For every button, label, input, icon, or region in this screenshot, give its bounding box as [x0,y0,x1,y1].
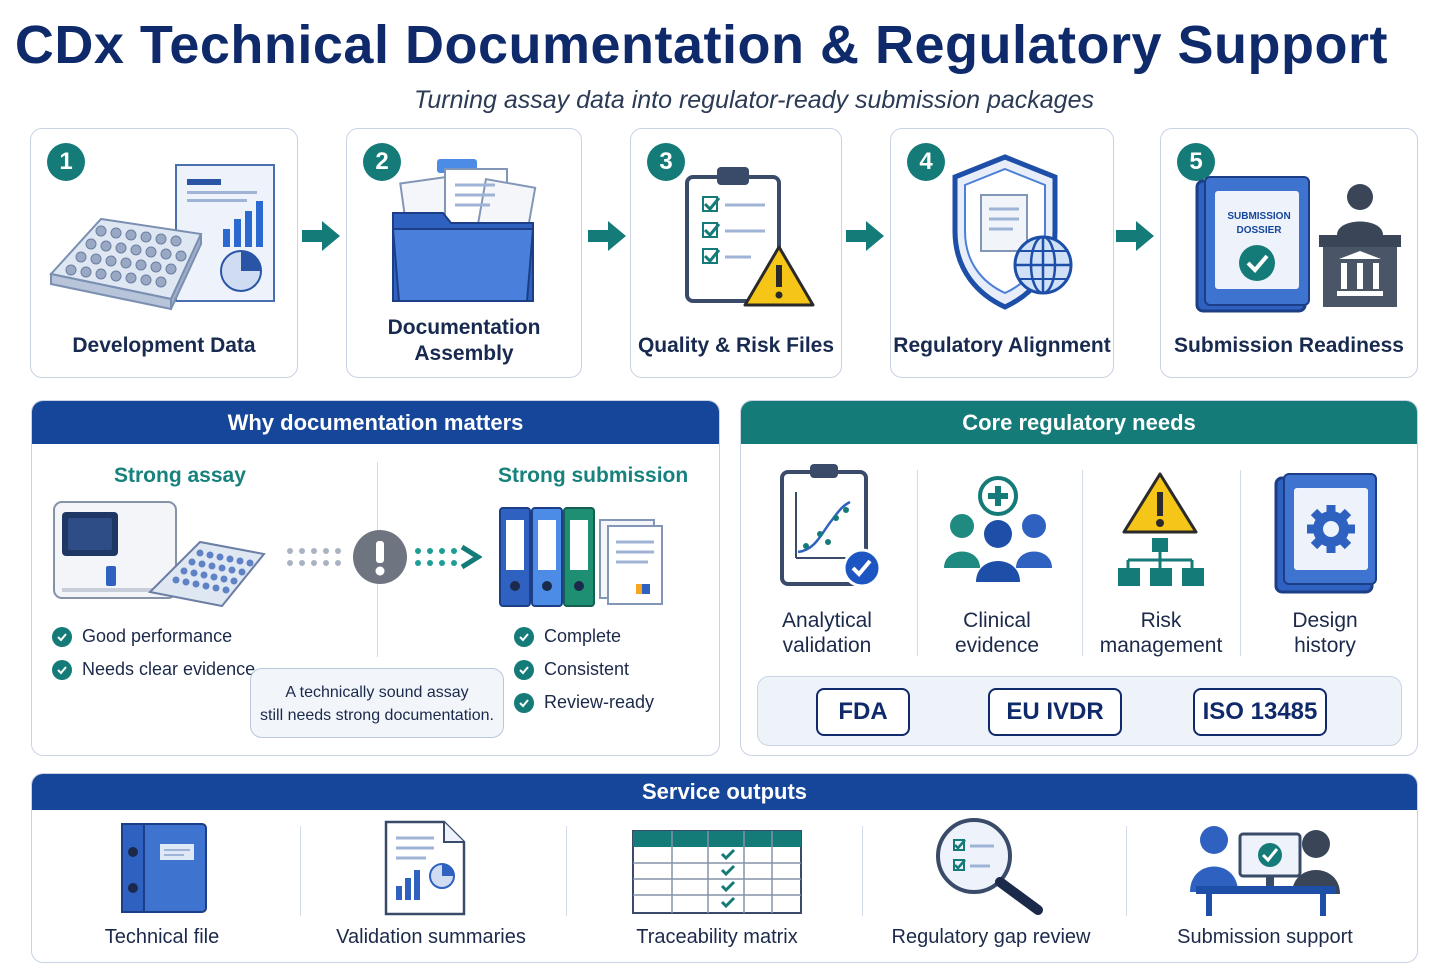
service-outputs-heading: Service outputs [32,774,1417,810]
note-line: still needs strong documentation. [260,707,494,724]
step-number: 1 [47,143,85,181]
eu-ivdr-badge: EU IVDR [988,688,1122,736]
check-item-label: Complete [544,626,622,646]
check-icon [514,692,534,713]
check-item-label: Review-ready [544,692,655,712]
check-icon [514,659,534,680]
dossier-label-line2: DOSSIER [1236,225,1282,236]
need-label-line: validation [782,634,872,657]
need-label-line: Clinical [963,609,1031,632]
folder-icon [391,159,537,302]
people-plus-icon [944,476,1052,582]
step-number: 2 [363,143,401,181]
step-card-submission-readiness: 5 SUBMISSION DOSSIER Submission Readines… [1160,128,1418,378]
note-line: A technically sound assay [285,684,469,701]
need-label-line: history [1294,634,1356,657]
need-label-line: Risk [1140,609,1182,632]
page-subtitle: Turning assay data into regulator-ready … [413,86,1094,114]
iso-13485-badge: ISO 13485 [1193,688,1327,736]
step-label-text: Documentation Assembly [387,316,541,365]
step-number: 4 [907,143,945,181]
core-needs-heading: Core regulatory needs [741,401,1417,444]
binders-icon [499,507,663,607]
check-item: Review-ready [514,692,654,713]
divider [1126,826,1127,916]
gear-book-icon [1274,473,1377,594]
step-label: Development Data [72,334,256,357]
step-card-development-data: 1 Development Data [30,128,298,378]
divider [917,470,918,656]
check-item: Needs clear evidence [52,659,255,680]
step-card-documentation-assembly: 2 Documentation Assembly [346,128,582,378]
output-label: Technical file [104,926,220,948]
step-label: Submission Readiness [1174,334,1404,357]
divider [1082,470,1083,656]
report-icon [384,820,466,916]
arrow-right-icon [588,221,626,251]
step-label: Quality & Risk Files [637,334,835,357]
need-label-line: management [1099,634,1223,657]
check-icon [514,626,534,647]
arrow-right-icon [302,221,340,251]
step-label: Documentation Assembly [347,315,581,367]
service-outputs-panel: Service outputs [31,773,1418,963]
analyzer-icon [53,501,266,608]
chart-clipboard-icon [780,464,882,588]
note-callout: A technically sound assay still needs st… [250,668,504,738]
check-item-label: Good performance [82,626,233,646]
dossier-icon [1195,176,1401,313]
check-item-label: Needs clear evidence [82,659,256,679]
step-label: Regulatory Alignment [893,334,1111,357]
arrow-right-icon [846,221,884,251]
need-label-line: Design [1292,609,1358,632]
output-label: Traceability matrix [636,926,798,948]
check-item: Consistent [514,659,629,680]
step-card-quality-risk-files: 3 Quality & Risk Files [630,128,842,378]
check-item: Complete [514,626,621,647]
divider [566,826,567,916]
step-number: 3 [647,143,685,181]
check-icon [52,659,72,680]
output-label: Regulatory gap review [891,926,1091,948]
output-label: Validation summaries [336,926,526,948]
warning-hierarchy-icon [1118,472,1204,586]
flow-exclamation-icon [287,530,482,584]
need-label-line: evidence [954,634,1040,657]
step-card-regulatory-alignment: 4 Regulatory Alignment [890,128,1114,378]
divider [862,826,863,916]
divider [1240,470,1241,656]
divider [300,826,301,916]
page-title: CDx Technical Documentation & Regulatory… [14,15,1388,75]
check-item-label: Consistent [544,659,630,679]
plate-report-icon [49,164,275,311]
check-item: Good performance [52,626,232,647]
why-documentation-heading: Why documentation matters [32,401,719,444]
step-number: 5 [1177,143,1215,181]
clipboard-warning-icon [685,167,815,307]
strong-submission-title: Strong submission [498,464,689,487]
shield-globe-icon [952,154,1073,310]
support-meeting-icon [1190,826,1340,916]
fda-badge: FDA [816,688,910,736]
magnifier-checklist-icon [936,818,1043,915]
dossier-label-line1: SUBMISSION [1227,211,1291,222]
arrow-right-icon [1116,221,1154,251]
check-icon [52,626,72,647]
matrix-icon [632,830,802,914]
need-label-line: Analytical [782,609,872,632]
strong-assay-title: Strong assay [114,464,246,487]
output-label: Submission support [1177,926,1353,948]
binder-icon [121,823,207,913]
